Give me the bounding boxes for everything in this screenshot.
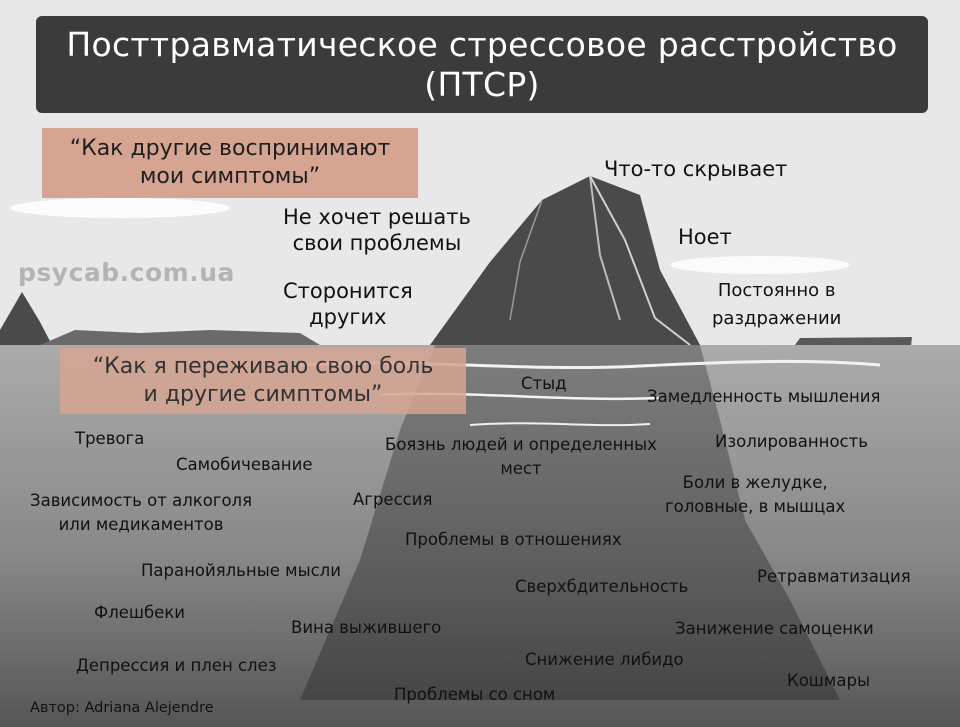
iceberg-underwater <box>300 345 840 700</box>
title-line-2: (ПТСР) <box>424 64 540 104</box>
symptom-label-below: Снижение либидо <box>525 650 684 669</box>
symptom-label-below: Паранойяльные мысли <box>141 561 341 580</box>
author-credit: Автор: Adriana Alejendre <box>30 700 214 716</box>
symptom-label-below: Боязнь людей и определенных мест <box>385 435 657 478</box>
symptom-label-above: Что-то скрывает <box>604 157 788 181</box>
iceberg-peak <box>430 176 700 345</box>
cloud-right <box>670 256 850 274</box>
symptom-label-above: Сторонится других <box>283 279 413 329</box>
title-line-1: Посттравматическое стрессовое расстройст… <box>66 24 898 64</box>
self-view-heading-line-1: “Как я переживаю свою боль <box>92 354 434 379</box>
symptom-label-below: Кошмары <box>787 671 870 690</box>
symptom-label-below: Замедленность мышления <box>647 387 881 406</box>
symptom-label-below: Боли в желудке, головные, в мышцах <box>665 473 846 516</box>
symptom-label-below: Самобичевание <box>176 455 313 474</box>
peak-highlight-1 <box>589 175 621 321</box>
symptom-label-above: Постоянно в раздражении <box>712 280 842 329</box>
watermark: psycab.com.ua <box>18 258 235 287</box>
others-view-heading: “Как другие воспринимают мои симптомы” <box>42 128 418 198</box>
symptom-label-below: Проблемы со сном <box>394 685 556 704</box>
distant-shore-left <box>40 330 320 345</box>
cloud-left <box>10 198 230 218</box>
title-box: Посттравматическое стрессовое расстройст… <box>36 16 928 113</box>
symptom-label-above: Не хочет решать свои проблемы <box>283 205 471 255</box>
peak-highlight-2 <box>589 175 691 346</box>
symptom-label-below: Изолированность <box>715 432 868 451</box>
symptom-label-above: Ноет <box>678 225 732 249</box>
others-view-heading-line-2: мои симптомы” <box>139 164 321 189</box>
symptom-label-below: Агрессия <box>353 490 433 509</box>
symptom-label-below: Занижение самоценки <box>675 619 874 638</box>
symptom-label-below: Депрессия и плен слез <box>76 656 277 675</box>
distant-mountain-left <box>0 292 52 345</box>
symptom-label-below: Зависимость от алкоголя или медикаментов <box>30 491 253 534</box>
symptom-label-below: Вина выжившего <box>291 618 442 637</box>
symptom-label-below: Тревога <box>75 429 145 448</box>
others-view-heading-line-1: “Как другие воспринимают <box>69 136 391 161</box>
symptom-label-below: Ретравматизация <box>757 567 911 586</box>
symptom-label-below: Проблемы в отношениях <box>405 530 622 549</box>
symptom-label-below: Флешбеки <box>94 603 186 622</box>
peak-highlight-3 <box>509 199 543 321</box>
symptom-label-below: Сверхбдительность <box>515 577 689 596</box>
self-view-heading: “Как я переживаю свою боль и другие симп… <box>60 348 466 414</box>
symptom-label-below: Стыд <box>521 374 567 393</box>
wave-3 <box>469 422 651 427</box>
self-view-heading-line-2: и другие симптомы” <box>143 382 383 407</box>
